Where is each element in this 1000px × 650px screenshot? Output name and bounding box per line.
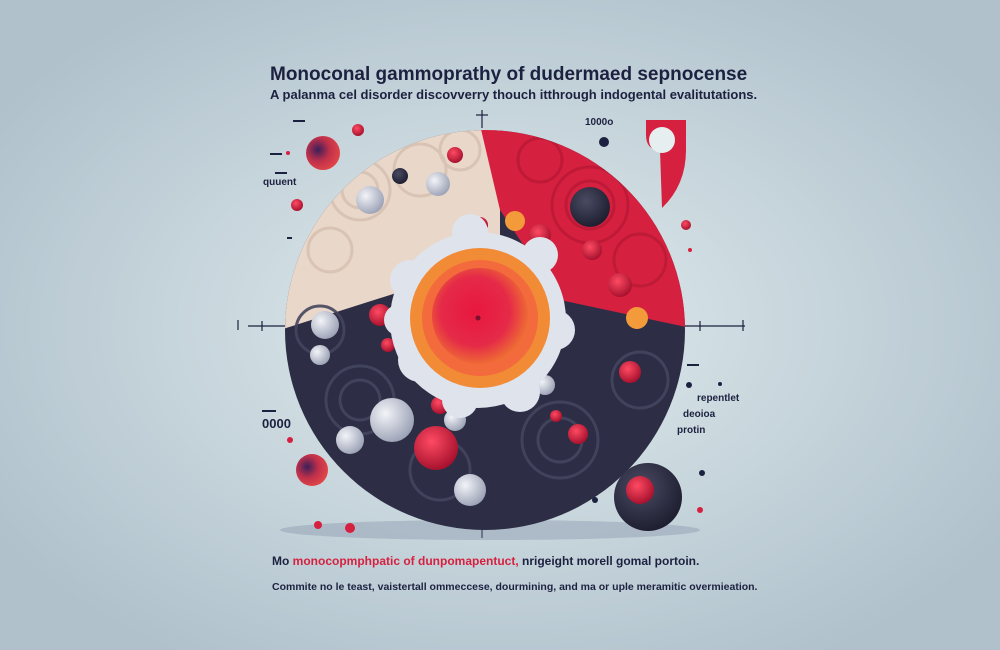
floating-dot: [599, 137, 609, 147]
right-label-3: protin: [677, 425, 705, 436]
floating-dot: [287, 437, 293, 443]
grey-bubbles: [310, 172, 555, 506]
caption-line-2: Commite no le teast, vaistertall ommecce…: [272, 581, 758, 593]
dark-bubble: [570, 187, 610, 227]
right-label-2: deoioa: [683, 409, 716, 420]
pin-marker-icon: [646, 120, 686, 208]
floating-dot: [686, 382, 692, 388]
subtitle: A palanma cel disorder discovverry thouc…: [270, 87, 757, 102]
nucleus-core: [432, 268, 528, 364]
dash-marks: [262, 120, 699, 412]
floating-dot: [592, 497, 598, 503]
floating-dot: [681, 220, 691, 230]
floating-sphere: [296, 454, 328, 486]
floating-dot: [352, 124, 364, 136]
left-top-label: quuent: [263, 177, 297, 188]
title: Monoconal gammoprathy of dudermaed sepno…: [270, 64, 747, 85]
orange-bubble: [626, 307, 648, 329]
floating-sphere-core: [626, 476, 654, 504]
floating-dot: [345, 523, 355, 533]
right-label-1: repentlet: [697, 393, 740, 404]
floating-dot: [697, 507, 703, 513]
caption-prefix: Mo: [272, 554, 289, 568]
top-number-label: 1000o: [585, 117, 613, 128]
sphere-shadow: [280, 520, 700, 540]
floating-sphere: [306, 136, 340, 170]
plasma-cell-sphere: [285, 130, 685, 530]
caption-highlight: monocopmphpatic of dunpomapentuct,: [293, 554, 519, 568]
floating-dot: [291, 199, 303, 211]
floating-dot: [688, 248, 692, 252]
floating-dot: [699, 470, 705, 476]
floating-dot: [286, 151, 290, 155]
dark-bubble: [392, 168, 408, 184]
floating-dot: [314, 521, 322, 529]
caption-line-1: Mo monocopmphpatic of dunpomapentuct, nr…: [272, 554, 699, 568]
floating-dot: [718, 382, 722, 386]
left-number-label: 0000: [262, 416, 291, 431]
orange-bubble: [505, 211, 525, 231]
caption-suffix: nrigeight morell gomal portoin.: [522, 554, 699, 568]
